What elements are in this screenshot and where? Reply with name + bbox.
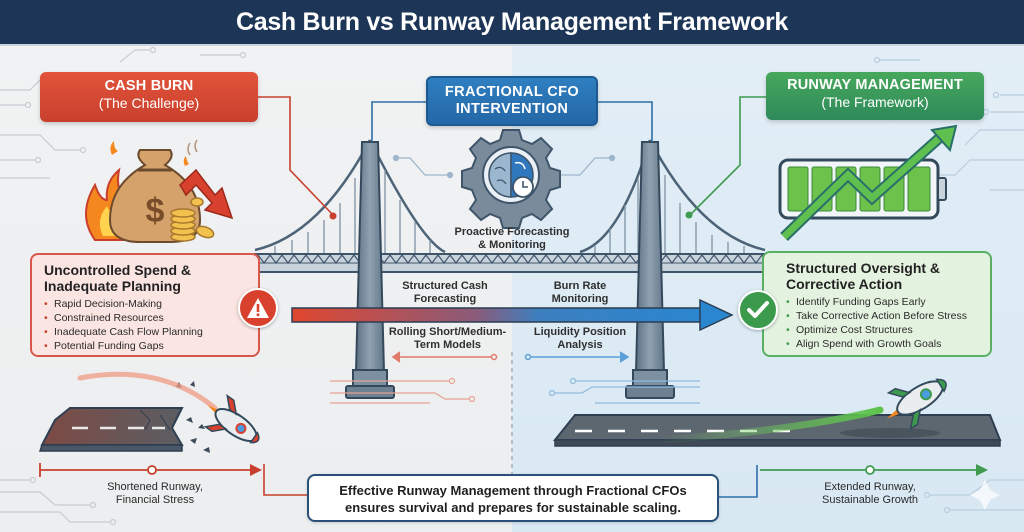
timeline-shortened xyxy=(39,463,307,496)
label-line: Structured Cash xyxy=(402,280,488,292)
summary-line2: ensures survival and prepares for sustai… xyxy=(345,500,681,515)
page-title: Cash Burn vs Runway Management Framework xyxy=(235,7,789,36)
gear-brain-clock-icon xyxy=(461,129,561,229)
label-rolling-models: Rolling Short/Medium- Term Models xyxy=(380,326,515,352)
label-line: Analysis xyxy=(557,339,603,351)
list-item: Rapid Decision-Making xyxy=(44,297,248,311)
caption-line: Extended Runway, xyxy=(824,481,916,493)
rocket-launching-icon xyxy=(886,378,947,431)
framework-panel-title: Structured Oversight & Corrective Action xyxy=(786,260,980,292)
battery-growth-arrow-icon xyxy=(778,124,958,241)
extended-runway-caption: Extended Runway, Sustainable Growth xyxy=(800,481,940,507)
label-line: Term Models xyxy=(413,339,482,351)
runway-broken-left xyxy=(38,371,218,453)
label-line: Burn Rate xyxy=(553,280,607,292)
cash-burn-header-title: CASH BURN xyxy=(104,78,194,94)
small-arrow-right xyxy=(524,351,630,363)
framework-title-line2: Corrective Action xyxy=(786,275,903,292)
label-burn-rate-monitoring: Burn Rate Monitoring xyxy=(520,280,640,306)
challenge-panel: Uncontrolled Spend & Inadequate Planning… xyxy=(30,253,260,357)
fractional-cfo-header-line1: FRACTIONAL CFO xyxy=(444,84,580,100)
framework-list: Identify Funding Gaps Early Take Correct… xyxy=(786,295,980,351)
gear-caption-line1: Proactive Forecasting xyxy=(454,226,570,238)
label-liquidity-position-analysis: Liquidity Position Analysis xyxy=(520,326,640,352)
list-item: Identify Funding Gaps Early xyxy=(786,295,980,309)
list-item: Potential Funding Gaps xyxy=(44,339,248,353)
label-line: Liquidity Position xyxy=(533,326,627,338)
label-line: Monitoring xyxy=(551,293,609,305)
small-arrow-left xyxy=(391,351,498,363)
list-item: Align Spend with Growth Goals xyxy=(786,337,980,351)
framework-title-line1: Structured Oversight & xyxy=(786,260,941,276)
check-glyph-icon xyxy=(747,301,769,318)
gear-caption-line2: & Monitoring xyxy=(478,239,546,251)
timeline-extended xyxy=(719,464,988,498)
fractional-cfo-header: FRACTIONAL CFO INTERVENTION xyxy=(426,76,598,126)
label-line: Rolling Short/Medium- xyxy=(388,326,507,338)
svg-text:$: $ xyxy=(146,192,165,230)
fractional-cfo-header-line2: INTERVENTION xyxy=(455,101,569,118)
runway-management-header-title: RUNWAY MANAGEMENT xyxy=(787,77,963,93)
title-bar: Cash Burn vs Runway Management Framework xyxy=(0,0,1024,46)
runway-extended-right xyxy=(552,406,1002,447)
checkmark-icon xyxy=(738,290,778,330)
runway-management-header: RUNWAY MANAGEMENT (The Framework) xyxy=(766,72,984,120)
cash-burn-header: CASH BURN (The Challenge) xyxy=(40,72,258,122)
caption-line: Shortened Runway, xyxy=(107,481,203,493)
money-bag-on-fire-icon: $ xyxy=(85,139,234,243)
shortened-runway-caption: Shortened Runway, Financial Stress xyxy=(85,481,225,507)
list-item: Optimize Cost Structures xyxy=(786,323,980,337)
list-item: Constrained Resources xyxy=(44,311,248,325)
challenge-title-line1: Uncontrolled Spend & xyxy=(44,262,191,278)
list-item: Inadequate Cash Flow Planning xyxy=(44,325,248,339)
caption-line: Sustainable Growth xyxy=(822,494,918,506)
warning-icon xyxy=(238,288,278,328)
main-transition-arrow xyxy=(291,298,734,332)
challenge-list: Rapid Decision-Making Constrained Resour… xyxy=(44,297,248,353)
label-structured-cash-forecasting: Structured Cash Forecasting xyxy=(385,280,505,306)
label-line: Forecasting xyxy=(413,293,477,305)
runway-management-header-subtitle: (The Framework) xyxy=(821,94,929,111)
caption-line: Financial Stress xyxy=(115,494,195,506)
challenge-title-line2: Inadequate Planning xyxy=(44,277,181,294)
challenge-panel-title: Uncontrolled Spend & Inadequate Planning xyxy=(44,262,248,294)
circuit-traces-left xyxy=(0,46,247,526)
framework-panel: Structured Oversight & Corrective Action… xyxy=(762,251,992,357)
summary-box: Effective Runway Management through Frac… xyxy=(307,474,719,522)
summary-line1: Effective Runway Management through Frac… xyxy=(339,483,687,498)
cash-burn-header-subtitle: (The Challenge) xyxy=(98,95,200,112)
list-item: Take Corrective Action Before Stress xyxy=(786,309,980,323)
warning-triangle-icon xyxy=(247,298,269,318)
circuit-traces-right xyxy=(873,56,1024,514)
rocket-crashing-icon xyxy=(203,394,260,444)
gear-caption: Proactive Forecasting & Monitoring xyxy=(440,226,584,252)
